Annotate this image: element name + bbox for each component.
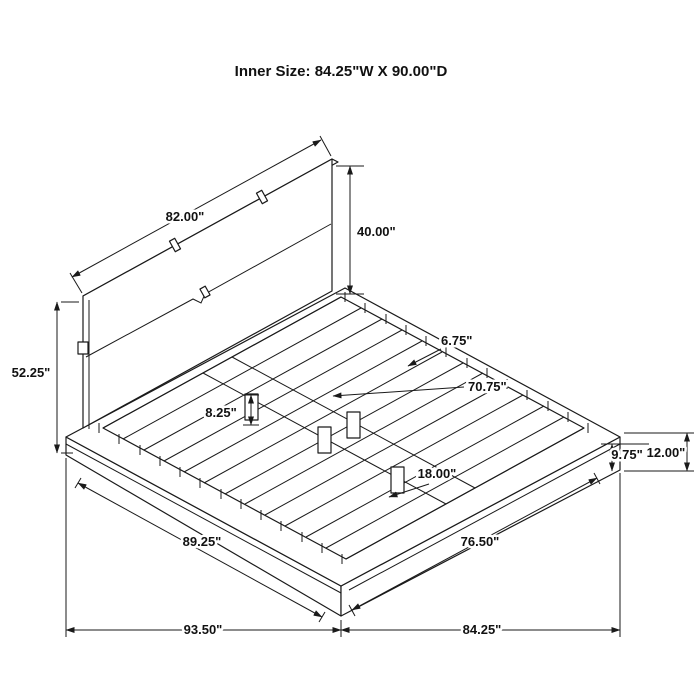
dim-support-height-label: 8.25" bbox=[205, 405, 236, 420]
dim-overall-width: 93.50" bbox=[65, 458, 342, 640]
dim-overall-depth-label: 84.25" bbox=[463, 622, 502, 637]
dim-platform-height-group: 9.75" 12.00" bbox=[601, 432, 694, 472]
dim-headboard-height: 40.00" bbox=[336, 165, 398, 295]
dim-support-height: 8.25" bbox=[203, 394, 259, 426]
dim-platform-right-edge: 76.50" bbox=[348, 472, 601, 617]
dim-overall-depth: 84.25" bbox=[340, 473, 621, 640]
dimension-annotations: 82.00" 40.00" 52.25" 6.75" 70.75" 8.25 bbox=[9, 135, 694, 640]
dim-platform-height-label: 12.00" bbox=[647, 445, 686, 460]
dim-overall-width-label: 93.50" bbox=[184, 622, 223, 637]
dim-overall-height: 52.25" bbox=[9, 301, 79, 454]
dim-slat-length: 70.75" bbox=[332, 377, 509, 399]
dim-platform-left-edge-label: 89.25" bbox=[183, 534, 222, 549]
dim-overall-height-label: 52.25" bbox=[12, 365, 51, 380]
dim-platform-left-edge: 89.25" bbox=[74, 477, 326, 623]
dim-side-rail-height-label: 9.75" bbox=[611, 447, 642, 462]
dim-slat-length-label: 70.75" bbox=[468, 379, 507, 394]
dim-headboard-height-label: 40.00" bbox=[357, 224, 396, 239]
dim-headboard-width-label: 82.00" bbox=[166, 209, 205, 224]
dim-support-gap-label: 18.00" bbox=[418, 466, 457, 481]
dim-slat-spacing-label: 6.75" bbox=[441, 333, 472, 348]
dim-headboard-width: 82.00" bbox=[69, 135, 332, 294]
dim-platform-right-edge-label: 76.50" bbox=[461, 534, 500, 549]
inner-size-title: Inner Size: 84.25"W X 90.00"D bbox=[235, 63, 448, 80]
dim-slat-spacing: 6.75" bbox=[407, 331, 475, 367]
